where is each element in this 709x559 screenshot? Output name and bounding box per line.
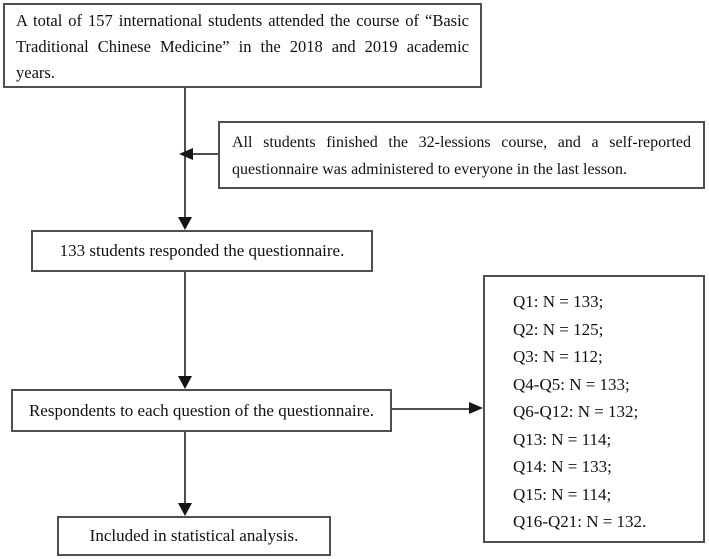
question-count-line: Q15: N = 114; <box>513 484 612 504</box>
box-respondents-label: Respondents to each question of the ques… <box>28 400 375 420</box>
question-count-line: Q13: N = 114; <box>513 429 612 449</box>
connector-down-3 <box>184 432 186 503</box>
question-count-line: Q4-Q5: N = 133; <box>513 374 630 394</box>
question-count-line: Q2: N = 125; <box>513 319 604 339</box>
box-responded-label: 133 students responded the questionnaire… <box>59 241 345 260</box>
arrow-right-icon <box>469 402 483 414</box>
box-respondents-per-question: Respondents to each question of the ques… <box>11 389 392 432</box>
question-count-line: Q14: N = 133; <box>513 457 612 476</box>
connector-down-2 <box>184 272 186 376</box>
connector-right <box>392 408 470 410</box>
question-count-line: Q16-Q21: N = 132. <box>513 512 647 531</box>
box-course-finished: All students finished the 32-lessions co… <box>218 121 705 189</box>
connector-left <box>188 153 218 155</box>
arrow-down-icon <box>178 376 192 389</box>
arrow-left-icon <box>179 148 193 160</box>
box-included-analysis: Included in statistical analysis. <box>57 516 331 556</box>
question-count-line: Q3: N = 112; <box>513 347 603 366</box>
box-included-label: Included in statistical analysis. <box>89 526 299 545</box>
question-count-line: Q6-Q12: N = 132; <box>513 402 639 421</box>
arrow-down-icon <box>178 503 192 516</box>
arrow-down-icon <box>178 217 192 230</box>
question-count-line: Q1: N = 133; <box>513 292 604 311</box>
box-question-counts: Q1: N = 133; Q2: N = 125; Q3: N = 112; Q4-Q… <box>483 275 705 543</box>
box-total-students: A total of 157 international students at… <box>3 3 482 88</box>
box-responded: 133 students responded the questionnaire… <box>31 230 373 272</box>
